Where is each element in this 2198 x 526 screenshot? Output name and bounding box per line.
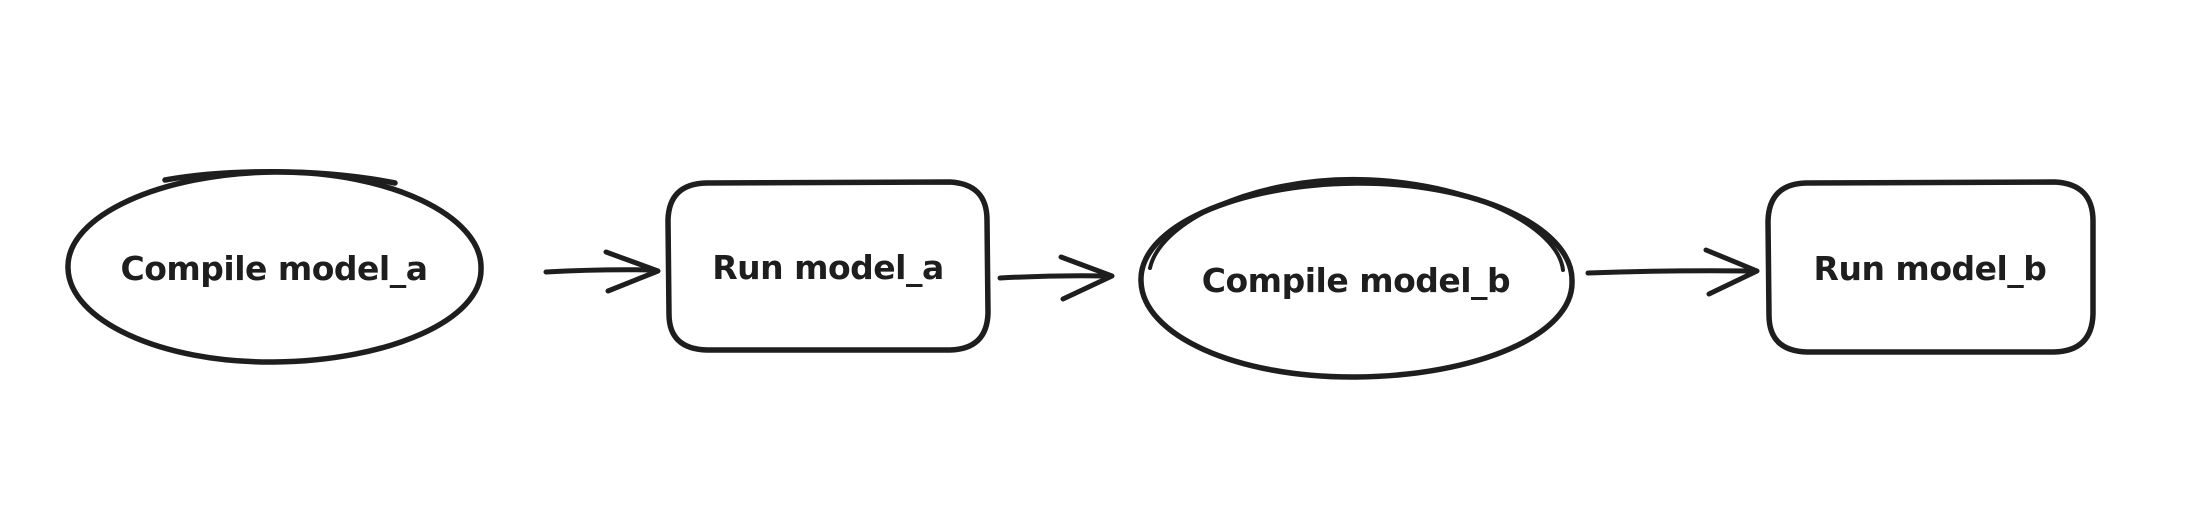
arrow-compile-a-to-run-a[interactable]: [543, 249, 661, 294]
node-run-model-b[interactable]: Run model_b: [1765, 179, 2096, 355]
node-compile-model-a[interactable]: Compile model_a: [65, 169, 484, 365]
arrow-shaft: [997, 273, 1111, 281]
node-label: Compile model_b: [1202, 261, 1510, 300]
arrow-head: [1058, 254, 1115, 302]
node-label: Compile model_a: [120, 249, 427, 288]
arrow-shaft: [1585, 268, 1755, 276]
arrow-compile-b-to-run-b[interactable]: [1585, 247, 1760, 297]
rounded-rect-outline: [665, 179, 991, 353]
ellipse-overdraw-stroke: [1148, 176, 1565, 272]
arrow-shaft: [543, 267, 657, 275]
node-run-model-a[interactable]: Run model_a: [665, 179, 991, 353]
arrow-head: [1703, 247, 1760, 297]
node-compile-model-b[interactable]: Compile model_b: [1138, 176, 1575, 380]
node-label: Run model_a: [712, 248, 944, 287]
node-label: Run model_b: [1814, 249, 2047, 288]
ellipse-outline: [1138, 180, 1575, 380]
arrow-head: [603, 249, 661, 294]
ellipse-overdraw-stroke: [162, 169, 398, 186]
arrow-run-a-to-compile-b[interactable]: [997, 254, 1115, 302]
rounded-rect-outline: [1765, 179, 2096, 355]
ellipse-outline: [65, 169, 484, 365]
